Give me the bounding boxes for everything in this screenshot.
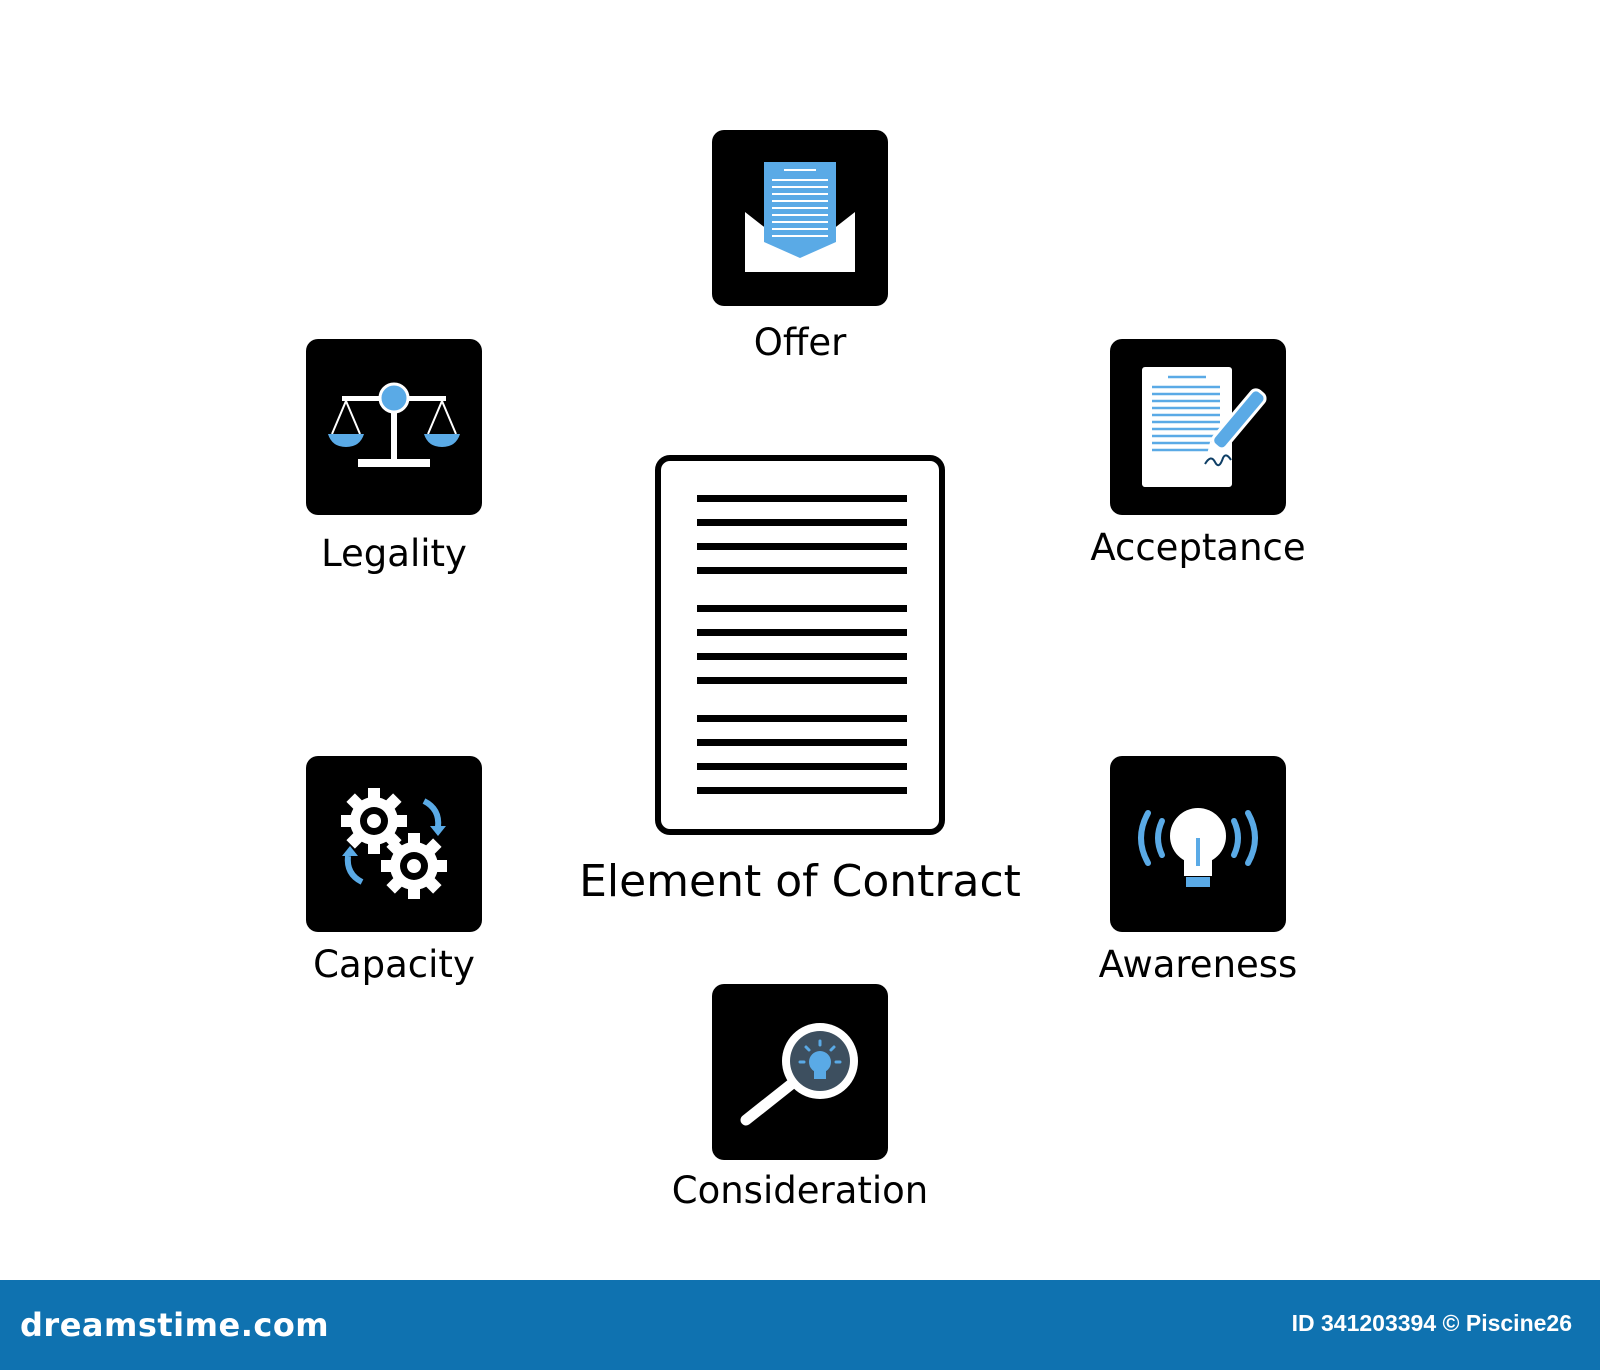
magnifier-bulb-icon (740, 1023, 858, 1126)
signed-document-icon (1142, 367, 1267, 487)
envelope-letter-icon (745, 162, 855, 272)
scales-icon (328, 382, 460, 467)
consideration-tile (712, 984, 888, 1160)
legality-label: Legality (321, 532, 467, 575)
gears-icon (341, 788, 447, 899)
footer-bar: dreamstime.com ID 341203394 © Piscine26 (0, 1280, 1600, 1370)
image-id-text: ID 341203394 © Piscine26 (1291, 1310, 1572, 1336)
consideration-label: Consideration (671, 1169, 929, 1212)
offer-tile (712, 130, 888, 306)
lightbulb-signal-icon (1138, 808, 1258, 887)
contract-document-icon (655, 455, 945, 835)
awareness-label: Awareness (1098, 943, 1298, 986)
offer-label: Offer (753, 321, 847, 364)
capacity-tile (306, 756, 482, 932)
brand-logo-text: dreamstime.com (20, 1306, 330, 1344)
capacity-label: Capacity (313, 943, 475, 986)
acceptance-tile (1110, 339, 1286, 515)
diagram-title: Element of Contract (579, 856, 1021, 907)
acceptance-label: Acceptance (1090, 526, 1306, 569)
awareness-tile (1110, 756, 1286, 932)
legality-tile (306, 339, 482, 515)
